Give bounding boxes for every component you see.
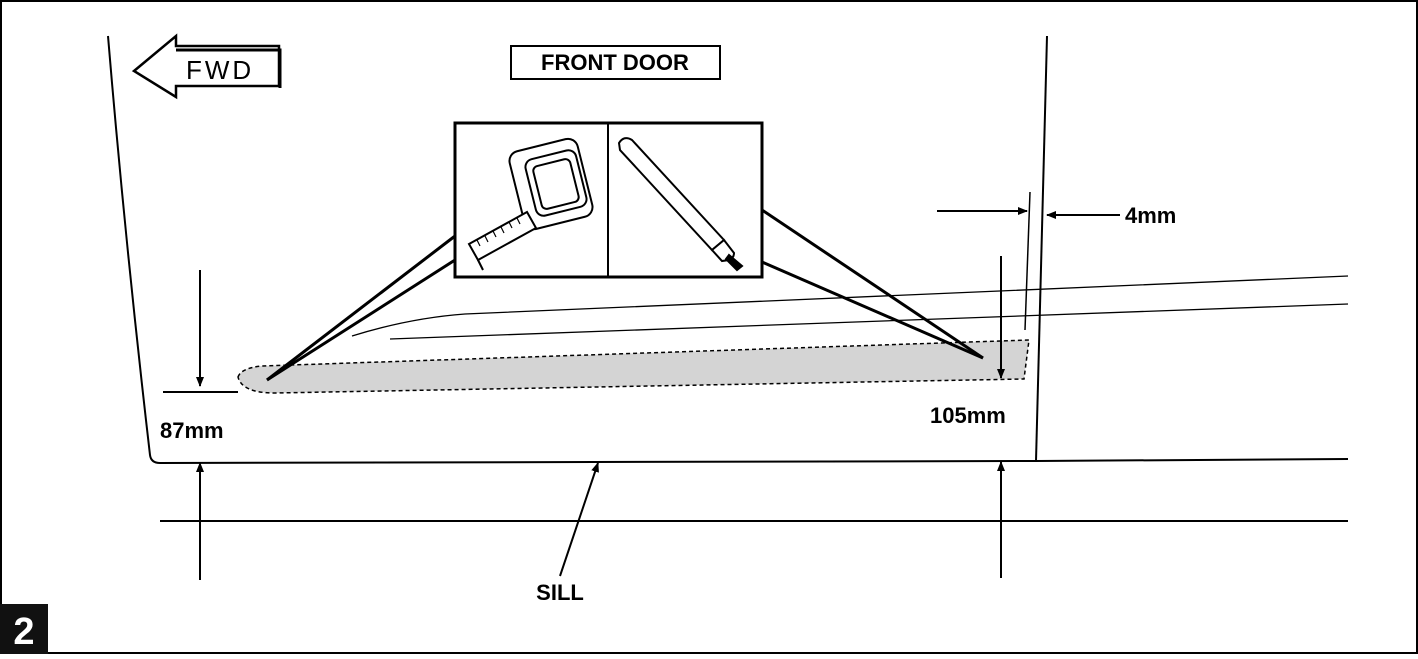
front-door-outline xyxy=(107,35,1037,465)
rear-dimension-label: 105mm xyxy=(930,403,1006,428)
step-badge xyxy=(0,604,48,654)
front-door-label-box xyxy=(510,45,721,80)
fwd-arrow-shadow xyxy=(176,48,282,88)
rear-door-edge xyxy=(1035,35,1048,462)
tape-measure-icon xyxy=(467,137,594,271)
body-crease-lower xyxy=(389,303,1349,340)
rear-door-bottom xyxy=(1035,458,1349,462)
body-crease-upper xyxy=(351,275,1349,337)
callout-line xyxy=(761,260,984,360)
callout-line xyxy=(266,258,456,382)
callout-line xyxy=(266,234,456,382)
sill-pointer-arrow xyxy=(559,462,599,577)
fwd-label: FWD xyxy=(186,55,254,85)
marker-pen-icon xyxy=(617,137,744,272)
marked-area xyxy=(237,339,1030,394)
sill-label: SILL xyxy=(536,580,584,605)
callout-line xyxy=(761,208,984,360)
edge-reference-line xyxy=(1024,191,1031,331)
front-dimension-label: 87mm xyxy=(160,418,224,443)
step-number: 2 xyxy=(13,611,34,653)
front-door-label: FRONT DOOR xyxy=(541,50,689,75)
gap-dimension-label: 4mm xyxy=(1125,203,1176,228)
